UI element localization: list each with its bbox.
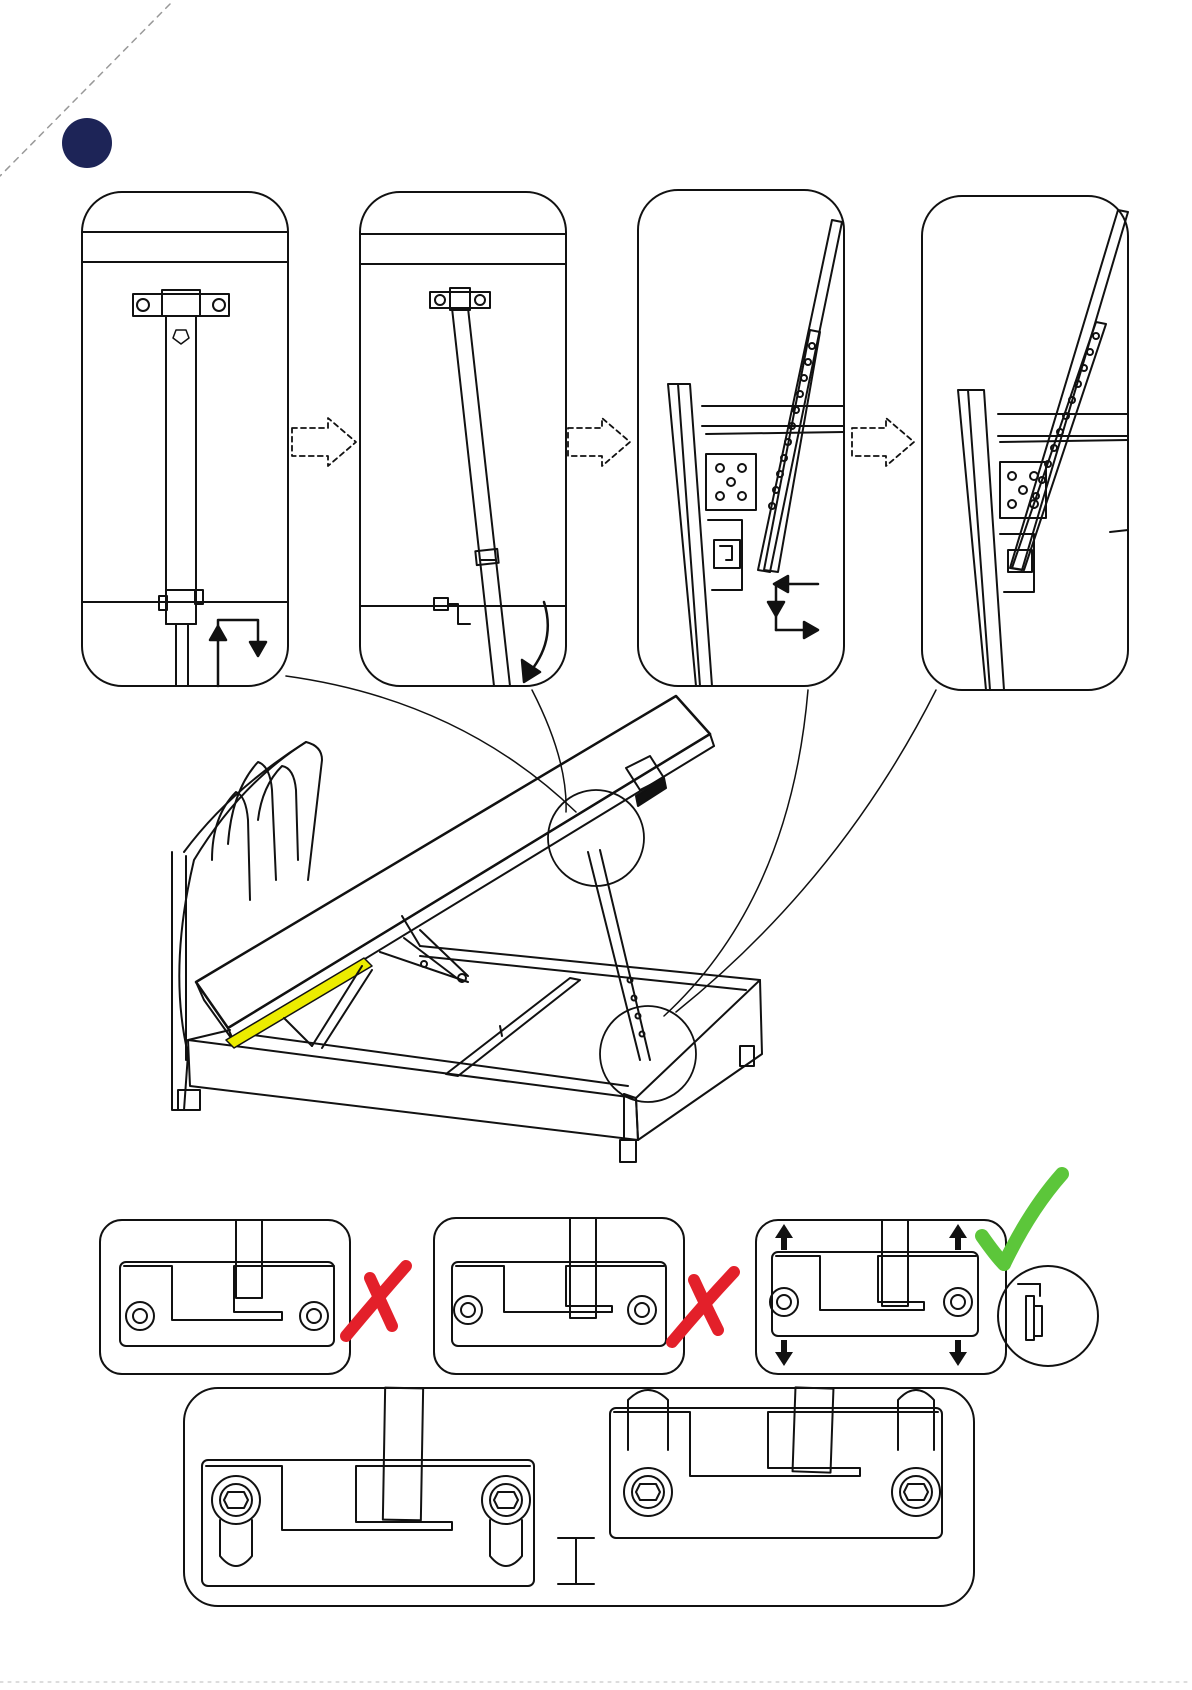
detail-panel-1 — [82, 192, 288, 686]
bracket-check-3 — [756, 1220, 1098, 1374]
up-down-arrows-icon — [210, 620, 266, 686]
curved-arrow-icon — [522, 602, 548, 682]
bracket-check-1 — [100, 1220, 350, 1374]
detail-panel-4 — [922, 196, 1128, 690]
green-check-icon — [982, 1174, 1062, 1264]
bracket-detail-panel — [184, 1387, 974, 1606]
step-arrow-1-icon — [292, 418, 356, 466]
red-cross-icon — [346, 1266, 406, 1336]
detail-panel-2 — [360, 192, 566, 686]
step-arrow-3-icon — [852, 418, 914, 466]
step-number-badge — [62, 118, 112, 168]
adjust-arrows-icon — [775, 1224, 967, 1366]
bed-illustration — [172, 696, 762, 1162]
detail-panel-3 — [638, 190, 844, 686]
step-arrow-2-icon — [568, 418, 630, 466]
hook-arrows-icon — [768, 576, 818, 638]
bracket-check-2 — [434, 1218, 684, 1374]
red-cross-icon — [672, 1272, 734, 1342]
